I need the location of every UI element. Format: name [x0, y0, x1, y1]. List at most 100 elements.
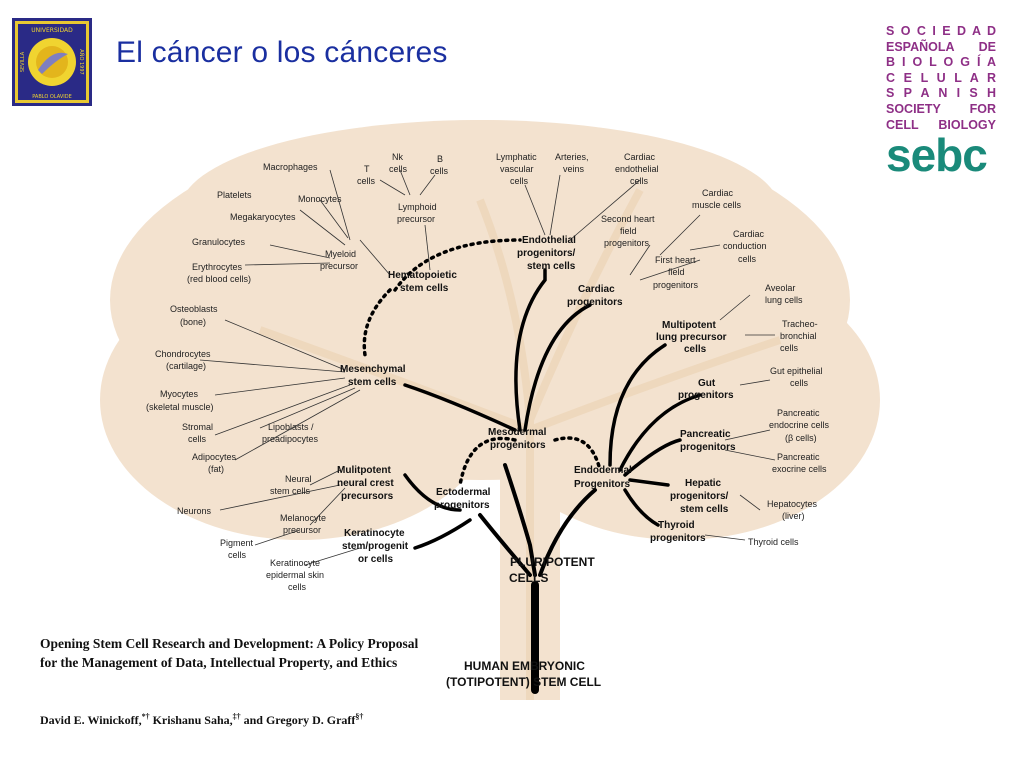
svg-text:Chondrocytes: Chondrocytes — [155, 349, 211, 359]
label-myocytes: Myocytes(skeletal muscle) — [146, 389, 214, 412]
svg-text:stem cells: stem cells — [348, 377, 397, 388]
svg-text:endocrine cells: endocrine cells — [769, 420, 830, 430]
citation-title: Opening Stem Cell Research and Developme… — [40, 636, 419, 670]
svg-text:precursors: precursors — [341, 491, 394, 502]
sebc-line: CELL BIOLOGY — [886, 117, 996, 132]
svg-text:progenitors: progenitors — [680, 442, 736, 453]
svg-text:Multipotent: Multipotent — [662, 320, 717, 331]
svg-text:progenitors/: progenitors/ — [670, 491, 729, 502]
label-adipocytes: Adipocytes(fat) — [192, 452, 237, 474]
bold-node-mesenchymal: Mesenchymal stem cells — [340, 364, 406, 388]
svg-text:(bone): (bone) — [180, 317, 206, 327]
author-1-affil: *† — [141, 712, 150, 721]
svg-text:Endothelial: Endothelial — [522, 235, 576, 246]
svg-text:stem cells: stem cells — [400, 283, 449, 294]
sebc-line: S O C I E D A D — [886, 24, 996, 38]
sebc-line: ESPAÑOLA DE — [886, 39, 996, 54]
label-lipoblasts: Lipoblasts /preadipocytes — [262, 422, 319, 444]
svg-text:(liver): (liver) — [782, 511, 805, 521]
logo-text-left: SEVILLA — [20, 51, 26, 72]
svg-text:Second heart: Second heart — [601, 214, 655, 224]
svg-text:precursor: precursor — [397, 214, 435, 224]
bold-node-hepatic: Hepatic progenitors/ stem cells — [670, 478, 729, 515]
svg-text:Mesodermal: Mesodermal — [488, 427, 547, 438]
lineage-branches — [403, 268, 702, 694]
svg-text:Cardiac: Cardiac — [702, 188, 734, 198]
bold-node-endothelial: Endothelial progenitors/ stem cells — [517, 235, 576, 272]
svg-text:stem cells: stem cells — [527, 261, 576, 272]
svg-text:Cardiac: Cardiac — [624, 152, 656, 162]
svg-text:Keratinocyte: Keratinocyte — [270, 558, 320, 568]
svg-text:cells: cells — [738, 254, 757, 264]
svg-text:cells: cells — [357, 176, 376, 186]
author-1: David E. Winickoff, — [40, 713, 142, 727]
logo-text-bottom: PABLO OLAVIDE — [32, 94, 72, 100]
svg-text:HUMAN EMBRYONIC: HUMAN EMBRYONIC — [464, 659, 585, 673]
label-megakaryocytes: Megakaryocytes — [230, 212, 296, 222]
svg-text:T: T — [364, 164, 370, 174]
label-cardiac-muscle: Cardiac muscle cells — [692, 188, 742, 210]
thin-connectors — [199, 169, 776, 566]
label-macrophages: Macrophages — [263, 162, 318, 172]
svg-text:Stromal: Stromal — [182, 422, 213, 432]
svg-text:progenitors: progenitors — [650, 533, 706, 544]
svg-text:Mesenchymal: Mesenchymal — [340, 364, 406, 375]
label-melanocyte: Melanocyte precursor — [280, 513, 326, 535]
svg-text:(red blood cells): (red blood cells) — [187, 274, 251, 284]
svg-text:Pancreatic: Pancreatic — [777, 452, 820, 462]
svg-text:cells: cells — [188, 434, 207, 444]
bold-node-ectodermal: Ectodermal progenitors — [434, 487, 491, 511]
svg-text:epidermal skin: epidermal skin — [266, 570, 324, 580]
svg-text:Hematopoietic: Hematopoietic — [388, 270, 457, 281]
svg-text:CELLS: CELLS — [509, 571, 548, 585]
svg-text:Monocytes: Monocytes — [298, 194, 342, 204]
svg-text:(fat): (fat) — [208, 464, 224, 474]
svg-text:or cells: or cells — [358, 554, 393, 565]
svg-text:Melanocyte: Melanocyte — [280, 513, 326, 523]
sebc-line: SOCIETY FOR — [886, 101, 996, 116]
svg-text:Platelets: Platelets — [217, 190, 252, 200]
svg-text:Cardiac: Cardiac — [733, 229, 765, 239]
bold-node-embryonic: HUMAN EMBRYONIC (TOTIPOTENT) STEM CELL — [446, 659, 601, 689]
logo-feather-icon — [38, 52, 68, 74]
bold-node-hematopoietic: Hematopoietic stem cells — [388, 270, 457, 294]
svg-text:endothelial: endothelial — [615, 164, 659, 174]
sebc-wordmark: sebc — [886, 129, 988, 182]
svg-text:stem cells: stem cells — [680, 504, 729, 515]
svg-text:Nk: Nk — [392, 152, 403, 162]
author-3: and Gregory D. Graff — [240, 713, 356, 727]
svg-text:Progenitors: Progenitors — [574, 479, 631, 490]
label-granulocytes: Granulocytes — [192, 237, 246, 247]
svg-text:neural crest: neural crest — [337, 478, 394, 489]
svg-text:Osteoblasts: Osteoblasts — [170, 304, 218, 314]
svg-text:(skeletal muscle): (skeletal muscle) — [146, 402, 214, 412]
svg-text:Pancreatic: Pancreatic — [680, 429, 731, 440]
svg-text:Thyroid cells: Thyroid cells — [748, 537, 799, 547]
author-2-affil: ‡† — [232, 712, 241, 721]
svg-text:cells: cells — [780, 343, 799, 353]
svg-text:vascular: vascular — [500, 164, 534, 174]
label-chondrocytes: Chondrocytes(cartilage) — [155, 349, 211, 371]
svg-text:Granulocytes: Granulocytes — [192, 237, 246, 247]
sebc-line: C E L U L A R — [886, 70, 996, 85]
svg-text:muscle cells: muscle cells — [692, 200, 742, 210]
svg-text:Hepatocytes: Hepatocytes — [767, 499, 818, 509]
label-erythrocytes: Erythrocytes(red blood cells) — [187, 262, 251, 284]
svg-text:Hepatic: Hepatic — [685, 478, 722, 489]
svg-text:lung precursor: lung precursor — [656, 332, 727, 343]
label-thyroid-cells: Thyroid cells — [748, 537, 799, 547]
svg-text:precursor: precursor — [283, 525, 321, 535]
bold-node-keratinocyte: Keratinocyte stem/progenit or cells — [342, 528, 409, 565]
author-3-affil: §† — [355, 712, 364, 721]
svg-text:Endodermal: Endodermal — [574, 465, 632, 476]
svg-text:Keratinocyte: Keratinocyte — [344, 528, 405, 539]
